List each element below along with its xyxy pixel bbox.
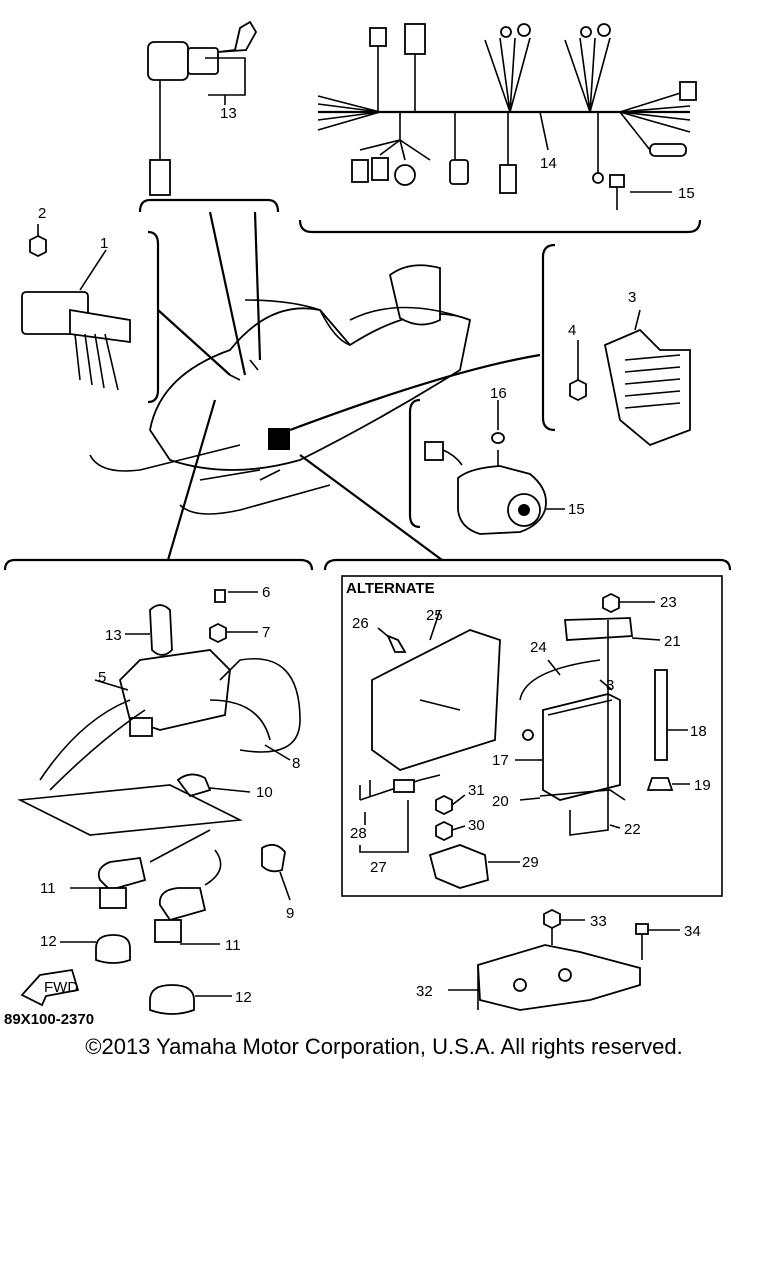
callout-20: 18 (690, 723, 707, 740)
callout-18: 16 (490, 385, 507, 402)
spark-plug-cap-1 (97, 856, 147, 892)
callout-28: 26 (352, 615, 369, 632)
callout-35: 33 (590, 913, 607, 930)
callout-23: 21 (664, 633, 681, 650)
callout-3b: 3 (606, 677, 614, 694)
callout-32: 30 (468, 817, 485, 834)
ignition-group: 5 6 7 13 8 10 11 12 11 12 9 (3, 558, 314, 1028)
alternate-group: ALTERNATE 25 26 23 21 17 24 3 18 1 (323, 558, 732, 897)
callout-27: 25 (426, 607, 443, 624)
callout-31: 29 (522, 854, 539, 871)
callout-36: 34 (684, 923, 701, 940)
callout-22: 20 (492, 793, 509, 810)
alternate-label: ALTERNATE (346, 580, 435, 597)
diagram-code: 89X100-2370 (4, 1011, 94, 1028)
starter-relay (428, 844, 489, 889)
callout-34: 32 (416, 983, 433, 1000)
callout-11a: 11 (40, 880, 56, 897)
callout-29: 27 (370, 859, 387, 876)
snowmobile-body (89, 264, 472, 515)
callout-3: 3 (628, 289, 636, 306)
callout-12b: 12 (235, 989, 252, 1006)
main-switch-group: 13 (138, 20, 280, 213)
callout-16: 15 (678, 185, 695, 202)
callout-12a: 12 (40, 933, 57, 950)
regulator-unit (603, 328, 691, 447)
callout-5: 5 (98, 669, 106, 686)
callout-7: 7 (262, 624, 270, 641)
callout-26: 24 (530, 639, 547, 656)
wire-harness-group: 14 15 (298, 23, 702, 234)
fwd-arrow-icon (20, 968, 80, 1007)
battery-cover (371, 629, 501, 771)
mount-bracket-group: 32 33 34 (416, 908, 701, 1011)
callout-25: 23 (660, 594, 677, 611)
callout-9: 9 (286, 905, 294, 922)
starter-group: 15 16 (408, 385, 585, 535)
vent-tube (654, 669, 668, 761)
cdi-group: 1 2 (21, 205, 160, 404)
callout-6: 6 (262, 584, 270, 601)
fwd-label: FWD (44, 979, 78, 996)
callout-19: 17 (492, 752, 509, 769)
alternate-box (341, 575, 723, 897)
callout-21: 19 (694, 777, 711, 794)
snowmobile-black-box (268, 428, 290, 450)
main-switch-body (147, 41, 189, 81)
callout-30: 28 (350, 825, 367, 842)
callout-4: 4 (568, 322, 576, 339)
callout-1: 1 (100, 235, 108, 252)
callout-11b: 11 (225, 937, 241, 954)
copyright-text: ©2013 Yamaha Motor Corporation, U.S.A. A… (85, 1034, 683, 1059)
battery-bracket (564, 617, 633, 641)
callout-8: 8 (292, 755, 300, 772)
callout-2: 2 (38, 205, 46, 222)
callout-14: 13 (220, 105, 237, 122)
key-icon (217, 20, 258, 53)
regulator-group: 3 4 (541, 243, 691, 447)
callout-33: 31 (468, 782, 485, 799)
callout-15: 14 (540, 155, 557, 172)
callout-10: 10 (256, 784, 273, 801)
parts-diagram: 13 14 15 (3, 20, 732, 1028)
callout-24: 22 (624, 821, 641, 838)
callout-13: 13 (105, 627, 122, 644)
callout-17: 15 (568, 501, 585, 518)
spark-plug-cap-2 (158, 887, 207, 922)
